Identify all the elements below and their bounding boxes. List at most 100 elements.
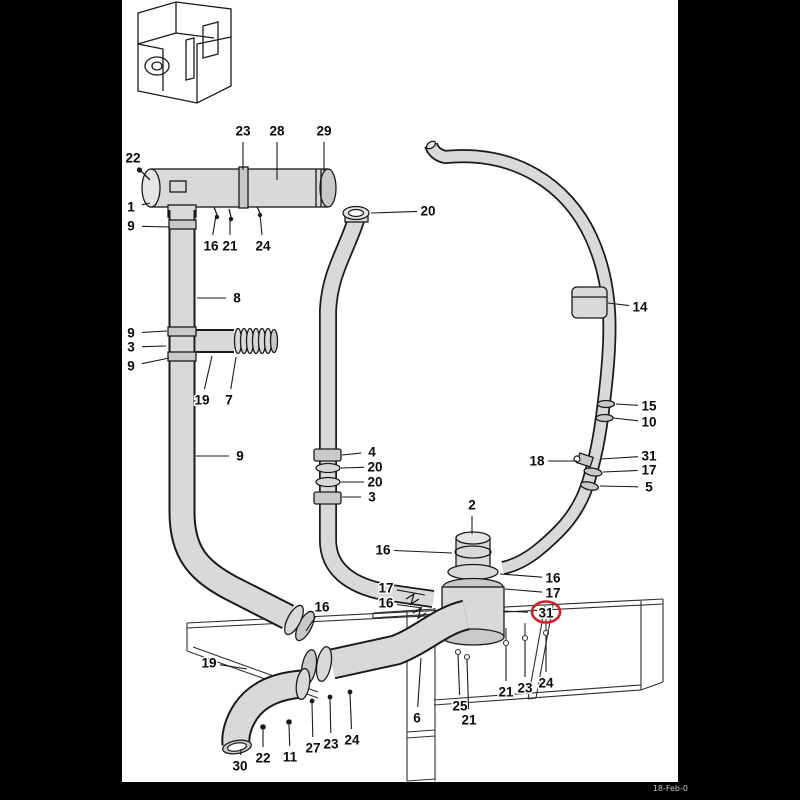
callout-6[interactable]: 6: [412, 709, 423, 727]
callout-23[interactable]: 23: [234, 122, 253, 140]
leader-line: [305, 615, 317, 632]
leader-line: [341, 452, 362, 456]
leader-line: [141, 330, 168, 333]
callout-19[interactable]: 19: [193, 391, 211, 409]
callout-14[interactable]: 14: [631, 298, 650, 316]
callout-3[interactable]: 3: [367, 488, 378, 506]
leader-line: [393, 549, 453, 554]
leader-line: [203, 355, 213, 390]
leader-line: [288, 724, 291, 747]
tail-bolt: [286, 719, 292, 725]
flange-stud: [327, 694, 333, 700]
callout-9[interactable]: 9: [126, 324, 137, 342]
leader-line: [600, 456, 639, 460]
callout-22[interactable]: 22: [254, 749, 272, 767]
mount-bracket-mark: [412, 606, 427, 620]
pipe-clamp-ring: [315, 476, 341, 488]
leader-line: [607, 302, 630, 307]
callout-3[interactable]: 3: [126, 338, 137, 356]
leader-line: [329, 698, 332, 734]
callout-21[interactable]: 21: [497, 683, 516, 701]
callout-24[interactable]: 24: [343, 731, 362, 749]
callout-21[interactable]: 21: [221, 237, 240, 255]
callout-16[interactable]: 16: [202, 237, 221, 255]
callout-19[interactable]: 19: [200, 654, 218, 672]
callout-23[interactable]: 23: [322, 735, 341, 753]
pipe-coupling-lower: [313, 491, 342, 505]
leader-line: [417, 657, 422, 708]
air-cleaner-inlet-top: [455, 531, 491, 545]
leader-line: [370, 210, 418, 214]
callout-17[interactable]: 17: [377, 579, 395, 597]
leader-line: [349, 693, 353, 730]
mount-bracket-mark: [405, 592, 420, 606]
callout-1[interactable]: 1: [126, 198, 137, 216]
callout-16[interactable]: 16: [544, 569, 563, 587]
callout-24[interactable]: 24: [254, 237, 273, 255]
muffler: [136, 166, 337, 222]
leader-line: [457, 654, 461, 696]
callout-10[interactable]: 10: [640, 413, 658, 431]
leader-line: [396, 603, 423, 609]
callout-16[interactable]: 16: [377, 594, 396, 612]
callout-21[interactable]: 21: [460, 711, 479, 729]
leader-line: [230, 356, 237, 390]
leader-line: [502, 610, 529, 613]
callout-17[interactable]: 17: [544, 584, 562, 602]
callout-25[interactable]: 25: [451, 697, 470, 715]
callout-24[interactable]: 24: [537, 674, 556, 692]
callout-20[interactable]: 20: [366, 473, 384, 491]
hose-clamp-ring: [596, 399, 616, 409]
date-stamp: 18-Feb-0: [653, 784, 688, 793]
callout-20[interactable]: 20: [419, 202, 437, 220]
callout-20[interactable]: 20: [366, 458, 384, 476]
callout-8[interactable]: 8: [232, 289, 243, 307]
pipe-end-flange: [284, 604, 304, 636]
callout-15[interactable]: 15: [640, 397, 659, 415]
pipe-coupling-upper: [313, 448, 342, 462]
callout-16[interactable]: 16: [313, 598, 332, 616]
callout-28[interactable]: 28: [268, 122, 287, 140]
muffler-clamp-band: [238, 166, 249, 209]
leader-line: [141, 345, 167, 348]
pipe-clamp-ring: [315, 462, 341, 474]
callout-31[interactable]: 31: [640, 447, 659, 465]
callout-27[interactable]: 27: [304, 739, 322, 757]
muffler-outlet-ring: [319, 168, 337, 208]
callout-4[interactable]: 4: [367, 443, 378, 461]
callout-7[interactable]: 7: [224, 391, 235, 409]
tee-clamp-lower: [167, 351, 197, 362]
callout-9[interactable]: 9: [126, 217, 137, 235]
callout-31-selected[interactable]: 31: [537, 604, 556, 622]
callout-2[interactable]: 2: [467, 496, 478, 514]
leader-line: [259, 213, 263, 236]
leader-line: [499, 573, 543, 578]
secondary-pipe: [313, 205, 435, 608]
callout-16[interactable]: 16: [374, 541, 393, 559]
callout-30[interactable]: 30: [231, 757, 249, 775]
callout-22[interactable]: 22: [124, 149, 142, 167]
leader-line: [212, 214, 217, 236]
hose-clamp-ring: [595, 413, 614, 423]
callout-9[interactable]: 9: [235, 447, 246, 465]
flange-stud: [309, 698, 315, 704]
callout-5[interactable]: 5: [644, 478, 655, 496]
leader-line: [141, 225, 171, 228]
callout-17[interactable]: 17: [640, 461, 658, 479]
tail-elbow: [221, 667, 353, 755]
leader-line: [141, 202, 151, 206]
leader-line: [504, 588, 543, 593]
callout-23[interactable]: 23: [516, 679, 535, 697]
leader-line: [311, 702, 314, 738]
callout-11[interactable]: 11: [281, 748, 299, 766]
leader-line: [602, 469, 639, 473]
corrugated-hose: [233, 327, 279, 355]
callout-9[interactable]: 9: [126, 357, 137, 375]
flange-stud: [347, 689, 353, 695]
callout-18[interactable]: 18: [528, 452, 547, 470]
callout-29[interactable]: 29: [315, 122, 333, 140]
leader-line: [137, 167, 141, 173]
leader-line: [466, 659, 470, 710]
